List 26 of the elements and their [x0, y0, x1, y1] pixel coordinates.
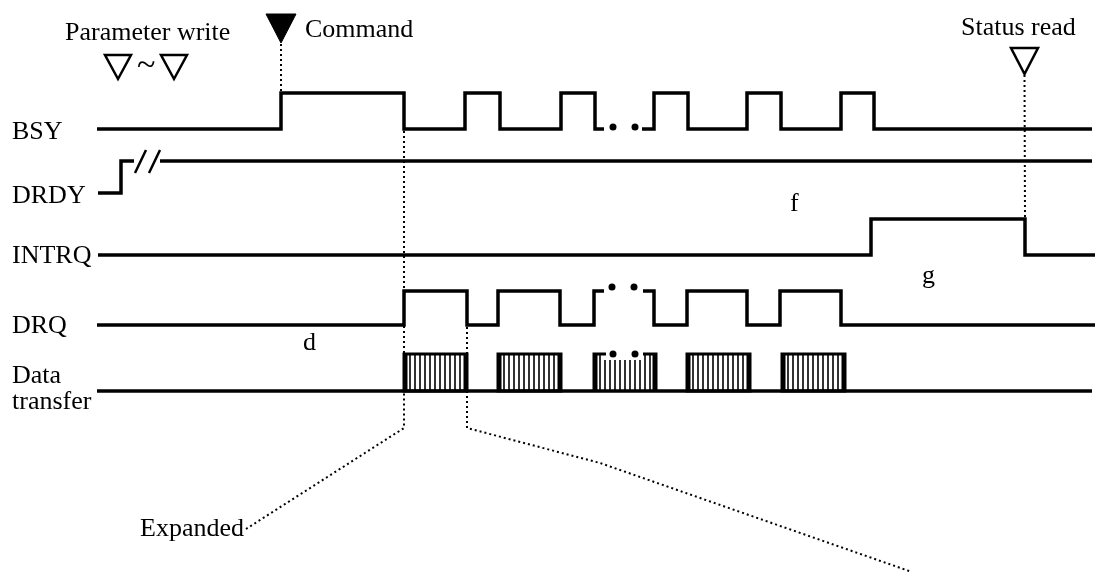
annotation-letter: f [790, 190, 799, 216]
signal-label: BSY [12, 118, 63, 144]
leader-label: Expanded [140, 515, 244, 541]
triangle-marker-icon [158, 53, 190, 82]
signal-label: DRQ [12, 312, 67, 338]
leader-line [280, 43, 282, 93]
signal-label: DRDY [12, 182, 86, 208]
annotation-letter: g [922, 262, 935, 288]
data-burst-block [496, 352, 563, 393]
guide-line [466, 326, 468, 355]
data-burst-block [780, 352, 847, 393]
event-label: Command [305, 16, 414, 42]
data-burst-block [402, 352, 469, 393]
event-label: Status read [961, 14, 1076, 40]
data-burst-block [685, 352, 752, 393]
annotation-letter: d [303, 329, 316, 355]
data-burst-block [592, 352, 658, 393]
guide-line [403, 130, 405, 355]
signal-label: Data transfer [12, 362, 93, 414]
leader-line [1023, 74, 1026, 218]
tilde-symbol: ~ [137, 47, 156, 81]
signal-label: INTRQ [12, 242, 92, 268]
event-label: Parameter write [65, 19, 231, 45]
triangle-marker-icon [102, 53, 134, 82]
triangle-marker-icon [265, 13, 297, 44]
triangle-marker-icon [1008, 46, 1041, 77]
